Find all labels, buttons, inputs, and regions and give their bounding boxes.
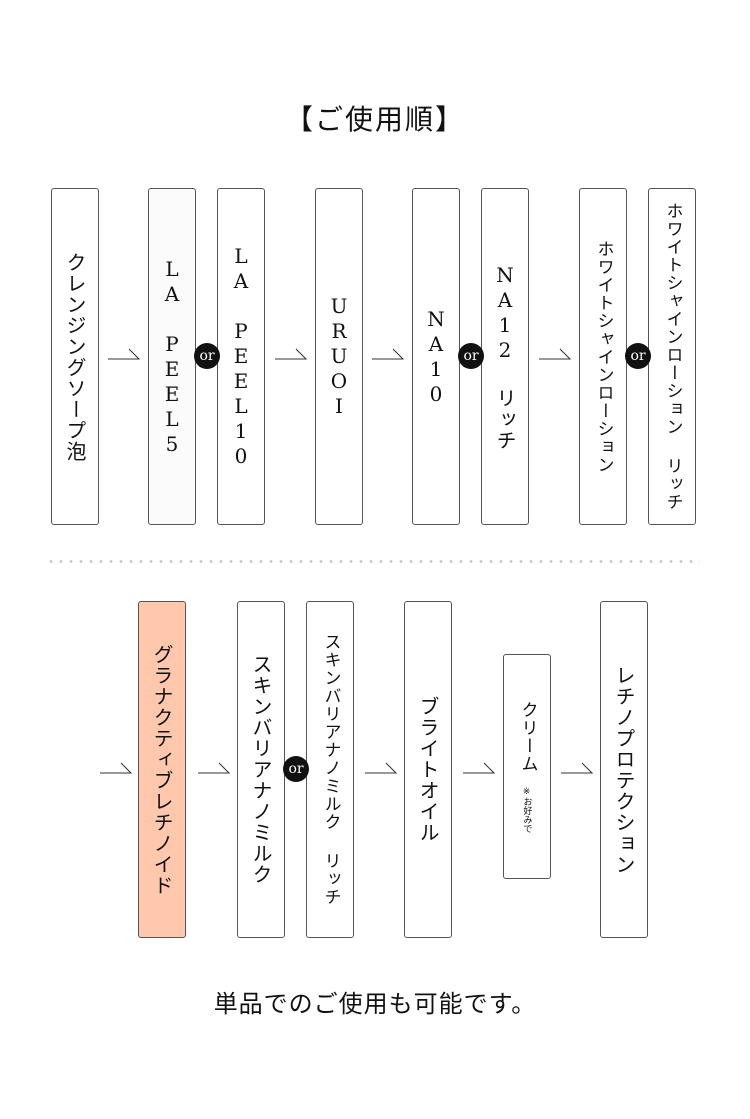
step-retino-protection: レチノプロテクション (600, 601, 648, 938)
arrow-icon (539, 348, 571, 360)
step-label: ホワイトシャインローション (593, 239, 614, 474)
step-cream: クリーム ※お好みで (503, 654, 551, 879)
arrow-icon (100, 762, 132, 774)
step-label: スキンバリアナノミルク リッチ (320, 633, 341, 906)
step-label: URUOI (327, 294, 351, 419)
step-label: レチノプロテクション (612, 664, 636, 875)
arrow-icon (108, 348, 140, 360)
arrow-icon (372, 348, 404, 360)
step-na10: NA10 (412, 188, 460, 525)
step-label: グラナクティブレチノイド (150, 643, 174, 896)
footer-note: 単品でのご使用も可能です。 (213, 990, 537, 1018)
arrow-icon (275, 348, 307, 360)
step-label: クリーム (517, 700, 538, 773)
step-uruoi: URUOI (315, 188, 363, 525)
step-label: NA12 リッチ (493, 262, 517, 451)
step-la-peel-5: LA PEEL5 (148, 188, 196, 525)
step-label: クレンジングソープ泡 (63, 251, 87, 462)
step-label: ホワイトシャインローション リッチ (662, 202, 683, 511)
step-label: LA PEEL10 (229, 244, 253, 469)
page-title: 【ご使用順】 (284, 103, 465, 136)
arrow-icon (365, 762, 397, 774)
or-badge: or (194, 343, 220, 369)
or-badge: or (458, 343, 484, 369)
arrow-icon (198, 762, 230, 774)
step-label: LA PEEL5 (160, 256, 184, 457)
step-bright-oil: ブライトオイル (404, 601, 452, 938)
or-badge: or (625, 343, 651, 369)
step-label: NA10 (424, 306, 448, 407)
dotted-divider (46, 560, 700, 563)
step-skin-barrier-nano-milk-rich: スキンバリアナノミルク リッチ (306, 601, 354, 938)
step-note: ※お好みで (521, 786, 532, 833)
arrow-icon (463, 762, 495, 774)
step-cleansing-foam: クレンジングソープ泡 (51, 188, 99, 525)
step-granactive-retinoid: グラナクティブレチノイド (138, 601, 186, 938)
step-label: ブライトオイル (416, 696, 440, 843)
step-la-peel-10: LA PEEL10 (217, 188, 265, 525)
step-na12-rich: NA12 リッチ (481, 188, 529, 525)
step-white-shine-lotion: ホワイトシャインローション (579, 188, 627, 525)
step-skin-barrier-nano-milk: スキンバリアナノミルク (237, 601, 285, 938)
arrow-icon (561, 762, 593, 774)
or-badge: or (283, 756, 309, 782)
step-white-shine-lotion-rich: ホワイトシャインローション リッチ (648, 188, 696, 525)
step-label: スキンバリアナノミルク (249, 654, 273, 885)
